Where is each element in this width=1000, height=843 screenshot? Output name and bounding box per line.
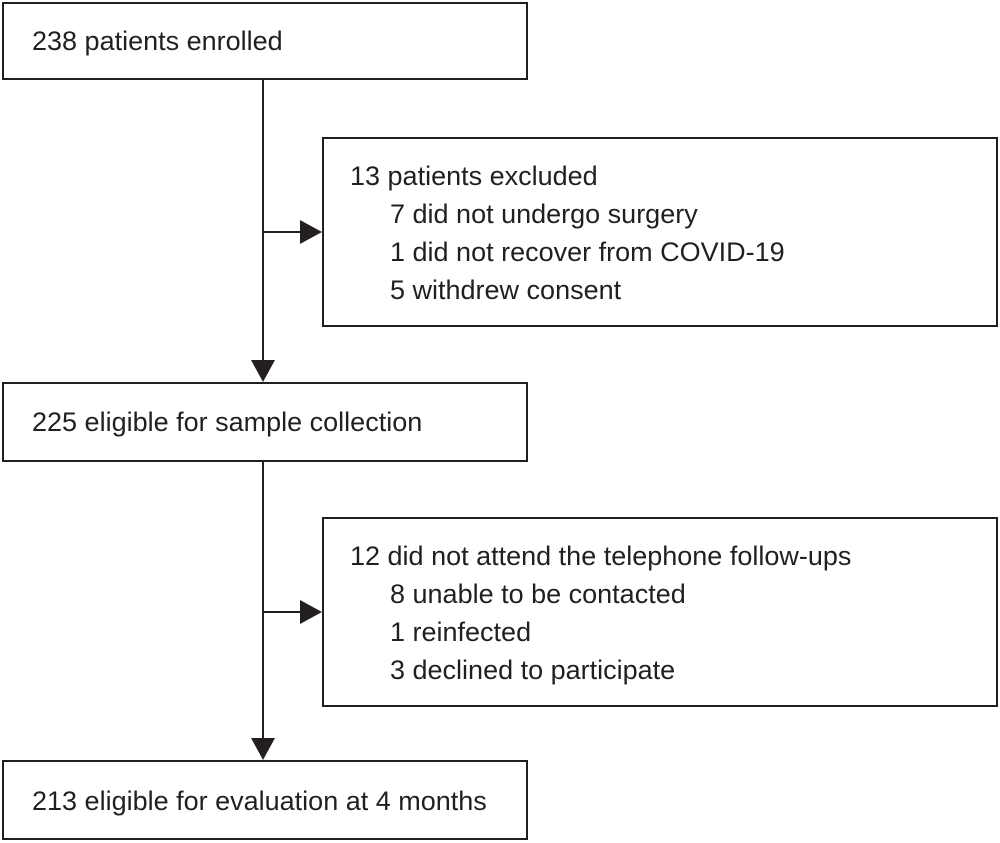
exclusion-1-item: 1 did not recover from COVID-19 xyxy=(390,237,785,267)
arrow-down-to-eval xyxy=(251,738,275,760)
enrolled-label: 238 patients enrolled xyxy=(32,26,283,56)
eligible-eval-box: 213 eligible for evaluation at 4 months xyxy=(2,760,528,840)
exclusion-2-item: 8 unable to be contacted xyxy=(390,579,686,609)
exclusion-list-2: 12 did not attend the telephone follow-u… xyxy=(350,537,851,689)
exclusion-box-2: 12 did not attend the telephone follow-u… xyxy=(322,517,998,707)
exclusion-1-item: 7 did not undergo surgery xyxy=(390,199,698,229)
arrow-down-to-sample xyxy=(251,360,275,382)
exclusion-1-item: 5 withdrew consent xyxy=(390,275,622,305)
eligible-sample-box: 225 eligible for sample collection xyxy=(2,382,528,462)
eligible-sample-label: 225 eligible for sample collection xyxy=(32,407,423,437)
exclusion-1-header: 13 patients excluded xyxy=(350,161,598,191)
enrolled-box: 238 patients enrolled xyxy=(2,2,528,80)
exclusion-2-item: 1 reinfected xyxy=(390,617,532,647)
arrow-right-to-exclusion2 xyxy=(300,600,322,624)
exclusion-2-item: 3 declined to participate xyxy=(390,655,676,685)
exclusion-list-1: 13 patients excluded 7 did not undergo s… xyxy=(350,157,785,309)
exclusion-2-header: 12 did not attend the telephone follow-u… xyxy=(350,541,852,571)
eligible-eval-label: 213 eligible for evaluation at 4 months xyxy=(32,786,487,816)
arrow-right-to-exclusion1 xyxy=(300,220,322,244)
exclusion-box-1: 13 patients excluded 7 did not undergo s… xyxy=(322,137,998,327)
